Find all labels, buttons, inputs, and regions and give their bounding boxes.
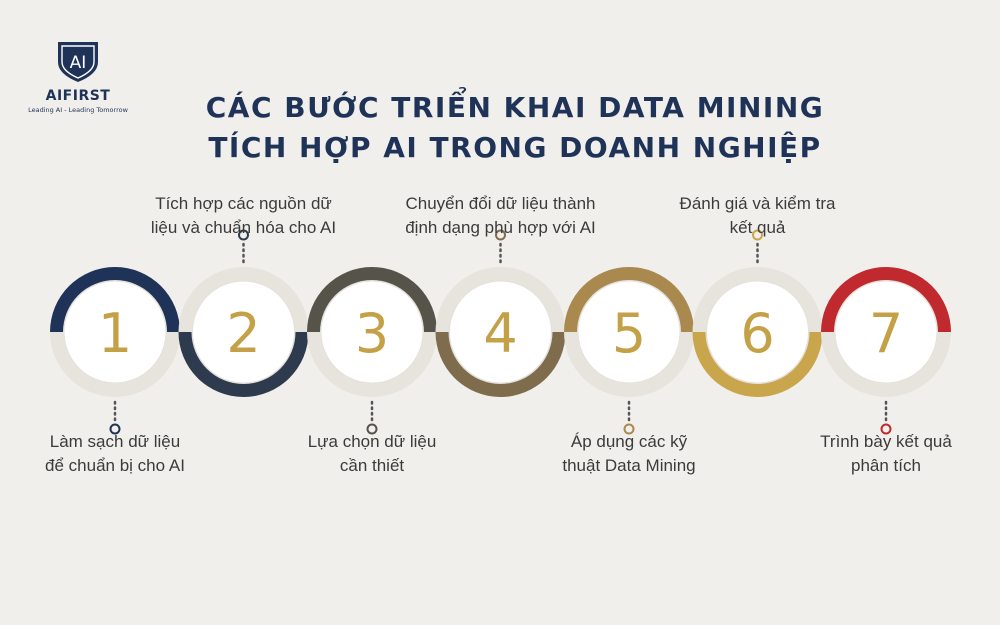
step-connector-dot [109,423,121,435]
step-circle [320,280,424,384]
step-number: 6 [740,302,774,365]
step-3-label: Lựa chọn dữ liệu cần thiết [252,430,492,478]
step-number: 2 [226,302,260,365]
step-circle [449,280,552,384]
shield-logo-icon: AI [58,42,98,82]
step-1: 1 [50,267,180,435]
step-ring [564,267,694,332]
step-label-line: Lựa chọn dữ liệu [307,432,437,451]
step-label-line: Chuyển đổi dữ liệu thành [405,194,596,213]
step-label-line: định dạng phù hợp với AI [405,218,596,237]
step-number: 3 [355,302,389,365]
aifirst-logo: AI AIFIRST Leading AI - Leading Tomorrow [22,38,134,114]
step-ring [307,267,437,332]
step-connector-dot [752,229,763,241]
step-5-label: Áp dụng các kỹ thuật Data Mining [509,430,749,478]
step-2-label: Tích hợp các nguồn dữ liệu và chuẩn hóa c… [124,192,364,240]
step-label-line: Tích hợp các nguồn dữ [155,194,332,213]
title-line-1: CÁC BƯỚC TRIỂN KHAI DATA MINING [205,91,825,124]
step-label-line: kết quả [729,218,786,237]
step-label-line: phân tích [851,456,921,475]
step-6: 6 [692,229,823,397]
logo-tagline: Leading AI - Leading Tomorrow [28,106,128,114]
step-label-line: thuật Data Mining [562,456,696,475]
step-label-line: Trình bày kết quả [820,432,952,451]
step-label-line: Làm sạch dữ liệu [49,432,181,451]
step-3: 3 [307,267,437,435]
step-ring [435,332,566,397]
step-4-label: Chuyển đổi dữ liệu thành định dạng phù hợ… [381,192,621,240]
step-6-label: Đánh giá và kiểm tra kết quả [638,192,878,240]
step-circle [63,280,167,384]
step-ring [692,332,823,397]
step-connector-dot [880,423,892,435]
step-4: 4 [435,229,566,397]
step-label-line: Đánh giá và kiểm tra [679,194,836,213]
step-label-line: Áp dụng các kỹ [570,432,688,451]
step-number: 1 [98,302,132,365]
step-circle [834,280,938,384]
step-7: 7 [821,267,951,435]
step-connector-dot [366,423,378,435]
step-label-line: cần thiết [339,456,405,475]
step-connector-dot [238,229,249,241]
step-ring [50,267,180,332]
step-label-line: để chuẩn bị cho AI [45,456,185,475]
logo-name: AIFIRST [45,88,111,104]
logo-mark: AI [70,53,87,73]
step-5: 5 [564,267,694,435]
step-ring [178,332,309,397]
step-circle [192,280,295,384]
step-ring [821,267,951,332]
step-label-line: liệu và chuẩn hóa cho AI [150,218,337,237]
step-connector-dot [495,229,506,241]
step-number: 4 [483,302,517,365]
step-circle [577,280,681,384]
step-number: 5 [612,302,646,365]
title-line-2: TÍCH HỢP AI TRONG DOANH NGHIỆP [208,131,822,164]
page-title: CÁC BƯỚC TRIỂN KHAI DATA MINING TÍCH HỢP… [160,88,870,168]
step-number: 7 [869,302,903,365]
step-7-label: Trình bày kết quả phân tích [766,430,1000,478]
step-connector-dot [623,423,635,435]
step-circle [706,280,809,384]
step-2: 2 [178,229,309,397]
step-1-label: Làm sạch dữ liệu để chuẩn bị cho AI [0,430,235,478]
